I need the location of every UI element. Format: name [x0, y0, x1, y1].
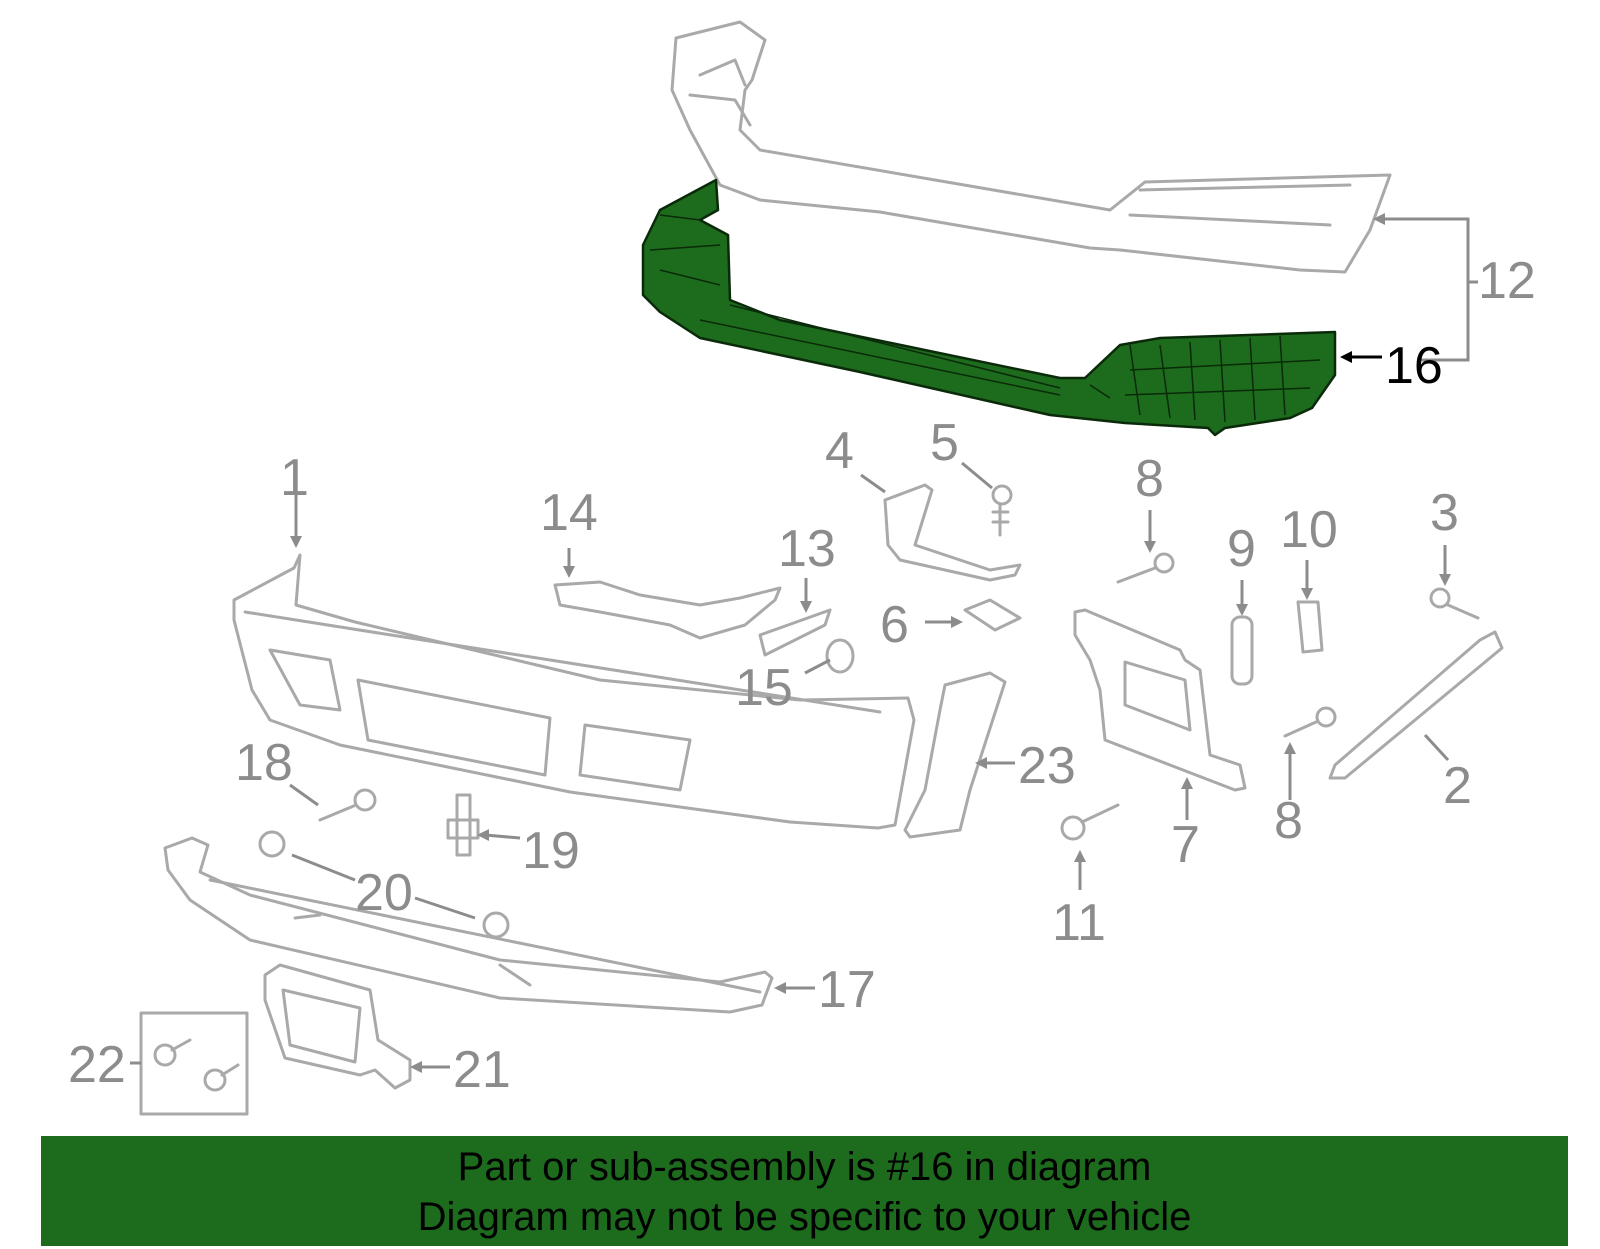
callout-8-upper: 8: [1135, 450, 1164, 508]
arrow-8b: [1284, 742, 1296, 754]
callout-5: 5: [930, 414, 959, 472]
arrow-8a: [1144, 541, 1156, 553]
part-18-bolt[interactable]: [318, 788, 377, 822]
arrow-19: [477, 829, 489, 841]
arrow-10: [1301, 588, 1313, 600]
part-10-clip[interactable]: [1296, 600, 1324, 654]
callout-10: 10: [1280, 501, 1338, 559]
part-21-license-bracket[interactable]: [263, 963, 412, 1090]
arrow-13: [800, 601, 812, 613]
banner-line-2: Diagram may not be specific to your vehi…: [417, 1195, 1192, 1239]
callout-16: 16: [1385, 337, 1443, 395]
callout-7: 7: [1171, 816, 1200, 874]
arrow-23: [975, 757, 987, 769]
part-4-side-bracket[interactable]: [883, 483, 1022, 582]
part-16-lower-valance[interactable]: [641, 178, 1337, 437]
part-20-nut-right[interactable]: [482, 911, 510, 939]
part-8-bolt-upper[interactable]: [1116, 552, 1175, 584]
arrow-1: [290, 536, 302, 548]
arrow-11: [1074, 850, 1086, 862]
leader-20a: [291, 853, 356, 882]
callout-4: 4: [825, 422, 854, 480]
part-23-filler[interactable]: [903, 671, 1007, 839]
callout-11: 11: [1052, 894, 1106, 952]
callout-21: 21: [453, 1041, 511, 1099]
arrow-16: [1340, 351, 1352, 363]
leader-12-bracket: [1383, 217, 1470, 362]
part-11-bolt[interactable]: [1060, 803, 1120, 841]
callout-2: 2: [1443, 757, 1472, 815]
arrow-17: [774, 982, 786, 994]
callout-9: 9: [1227, 520, 1256, 578]
leader-18: [289, 783, 319, 807]
callout-17: 17: [818, 961, 876, 1019]
leader-2: [1423, 733, 1450, 762]
callout-6: 6: [880, 596, 909, 654]
part-5-bolt[interactable]: [991, 484, 1013, 537]
arrow-6: [951, 616, 963, 628]
part-2-brace[interactable]: [1328, 630, 1504, 780]
callout-14: 14: [540, 484, 598, 542]
info-banner: Part or sub-assembly is #16 in diagram D…: [41, 1136, 1568, 1246]
part-3-bolt[interactable]: [1429, 587, 1480, 620]
part-6-nut[interactable]: [963, 598, 1022, 632]
arrow-3: [1439, 574, 1451, 586]
callout-8-lower: 8: [1274, 792, 1303, 850]
part-15-plug[interactable]: [825, 638, 855, 674]
callout-1: 1: [280, 449, 309, 507]
callout-15: 15: [735, 659, 793, 717]
leader-15: [804, 658, 831, 675]
callout-19: 19: [522, 822, 580, 880]
part-12-bumper-cover[interactable]: [670, 20, 1392, 274]
part-19-stud[interactable]: [446, 793, 480, 857]
part-8-bolt-lower[interactable]: [1283, 706, 1337, 738]
arrow-12: [1373, 213, 1385, 225]
part-7-mount-bracket[interactable]: [1073, 608, 1247, 792]
arrow-9: [1236, 604, 1248, 616]
arrow-7: [1181, 777, 1193, 789]
callout-23: 23: [1018, 737, 1076, 795]
arrow-14: [563, 566, 575, 578]
callout-22: 22: [68, 1036, 126, 1094]
part-14-bracket[interactable]: [553, 580, 782, 640]
leader-19: [484, 833, 521, 840]
banner-line-1: Part or sub-assembly is #16 in diagram: [457, 1145, 1152, 1189]
callout-18: 18: [235, 734, 293, 792]
callout-3: 3: [1430, 484, 1459, 542]
part-1-bumper-bar[interactable]: [232, 553, 916, 830]
part-20-nut-left[interactable]: [258, 830, 286, 858]
callout-13: 13: [778, 520, 836, 578]
leader-5: [961, 461, 993, 490]
part-22-clip-set[interactable]: [139, 1011, 249, 1116]
callout-20: 20: [355, 864, 413, 922]
leader-4: [860, 473, 886, 494]
part-13-reinforcement[interactable]: [758, 608, 832, 657]
leader-20b: [414, 896, 476, 920]
callout-12: 12: [1478, 252, 1536, 310]
part-17-air-deflector[interactable]: [163, 836, 774, 1014]
part-9-clip[interactable]: [1230, 615, 1254, 686]
arrow-21: [410, 1061, 422, 1073]
